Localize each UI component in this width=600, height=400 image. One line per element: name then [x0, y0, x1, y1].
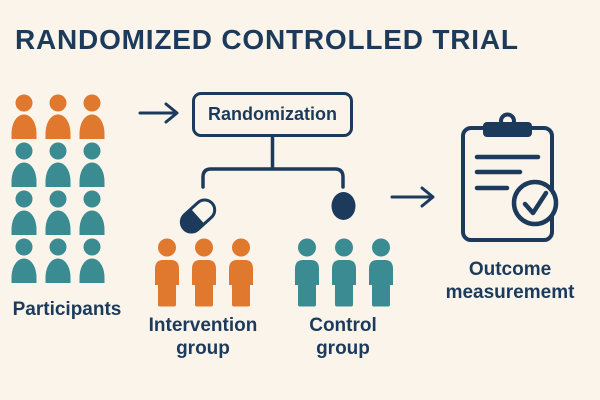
page-title: RANDOMIZED CONTROLLED TRIAL: [15, 24, 519, 55]
check-circle: [511, 179, 559, 227]
participants-label: Participants: [12, 299, 122, 320]
arrow-right-icon: [390, 186, 435, 208]
participant-person-icon: [11, 190, 37, 235]
group-member-icon: [332, 238, 356, 307]
arrow-right-icon: [138, 102, 179, 124]
pill-icon: [179, 198, 217, 234]
participant-person-icon: [79, 94, 105, 139]
group-member-icon: [155, 238, 179, 307]
clipboard-lines: [474, 154, 541, 191]
outcome-label: Outcome measurememt: [445, 259, 575, 303]
control-group-label: Control group: [309, 315, 377, 359]
participant-person-icon: [11, 238, 37, 283]
participant-person-icon: [45, 142, 71, 187]
participants-grid: [10, 94, 106, 284]
participant-person-icon: [11, 142, 37, 187]
intervention-group-label: Intervention group: [148, 315, 258, 359]
check-mark: [522, 190, 549, 216]
clipboard-check-icon: [461, 112, 559, 242]
participant-person-icon: [45, 238, 71, 283]
participant-person-icon: [45, 94, 71, 139]
participant-person-icon: [11, 94, 37, 139]
intervention-group-people: [153, 238, 255, 307]
randomization-label: Randomization: [208, 104, 337, 124]
group-member-icon: [229, 238, 253, 307]
randomization-box: Randomization: [192, 92, 353, 137]
clipboard-clip: [483, 122, 532, 137]
group-member-icon: [295, 238, 319, 307]
group-member-icon: [369, 238, 393, 307]
control-group-people: [293, 238, 395, 307]
participant-person-icon: [79, 190, 105, 235]
branch-connector: [201, 135, 345, 189]
control-dot-icon: [331, 192, 356, 220]
participant-person-icon: [45, 190, 71, 235]
participant-person-icon: [79, 238, 105, 283]
group-member-icon: [192, 238, 216, 307]
participant-person-icon: [79, 142, 105, 187]
